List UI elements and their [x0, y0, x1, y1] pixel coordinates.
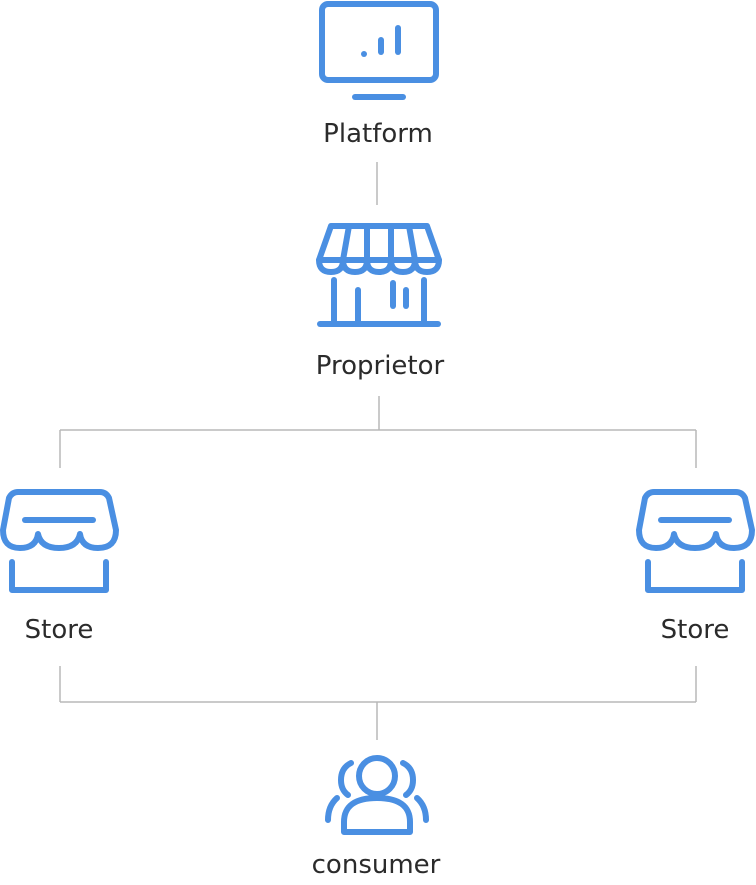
consumer-label: consumer: [312, 850, 441, 880]
connector-proprietor-stores: [59, 396, 697, 468]
platform-label: Platform: [323, 119, 433, 149]
users-icon: [325, 755, 429, 835]
shop-icon: [636, 489, 755, 593]
storefront-icon: [316, 223, 442, 327]
monitor-chart-icon: [319, 1, 439, 100]
store-left-label: Store: [25, 615, 94, 645]
store-right-label: Store: [661, 615, 730, 645]
proprietor-label: Proprietor: [316, 351, 445, 381]
shop-icon: [0, 489, 119, 593]
connector-stores-consumer: [59, 666, 697, 740]
